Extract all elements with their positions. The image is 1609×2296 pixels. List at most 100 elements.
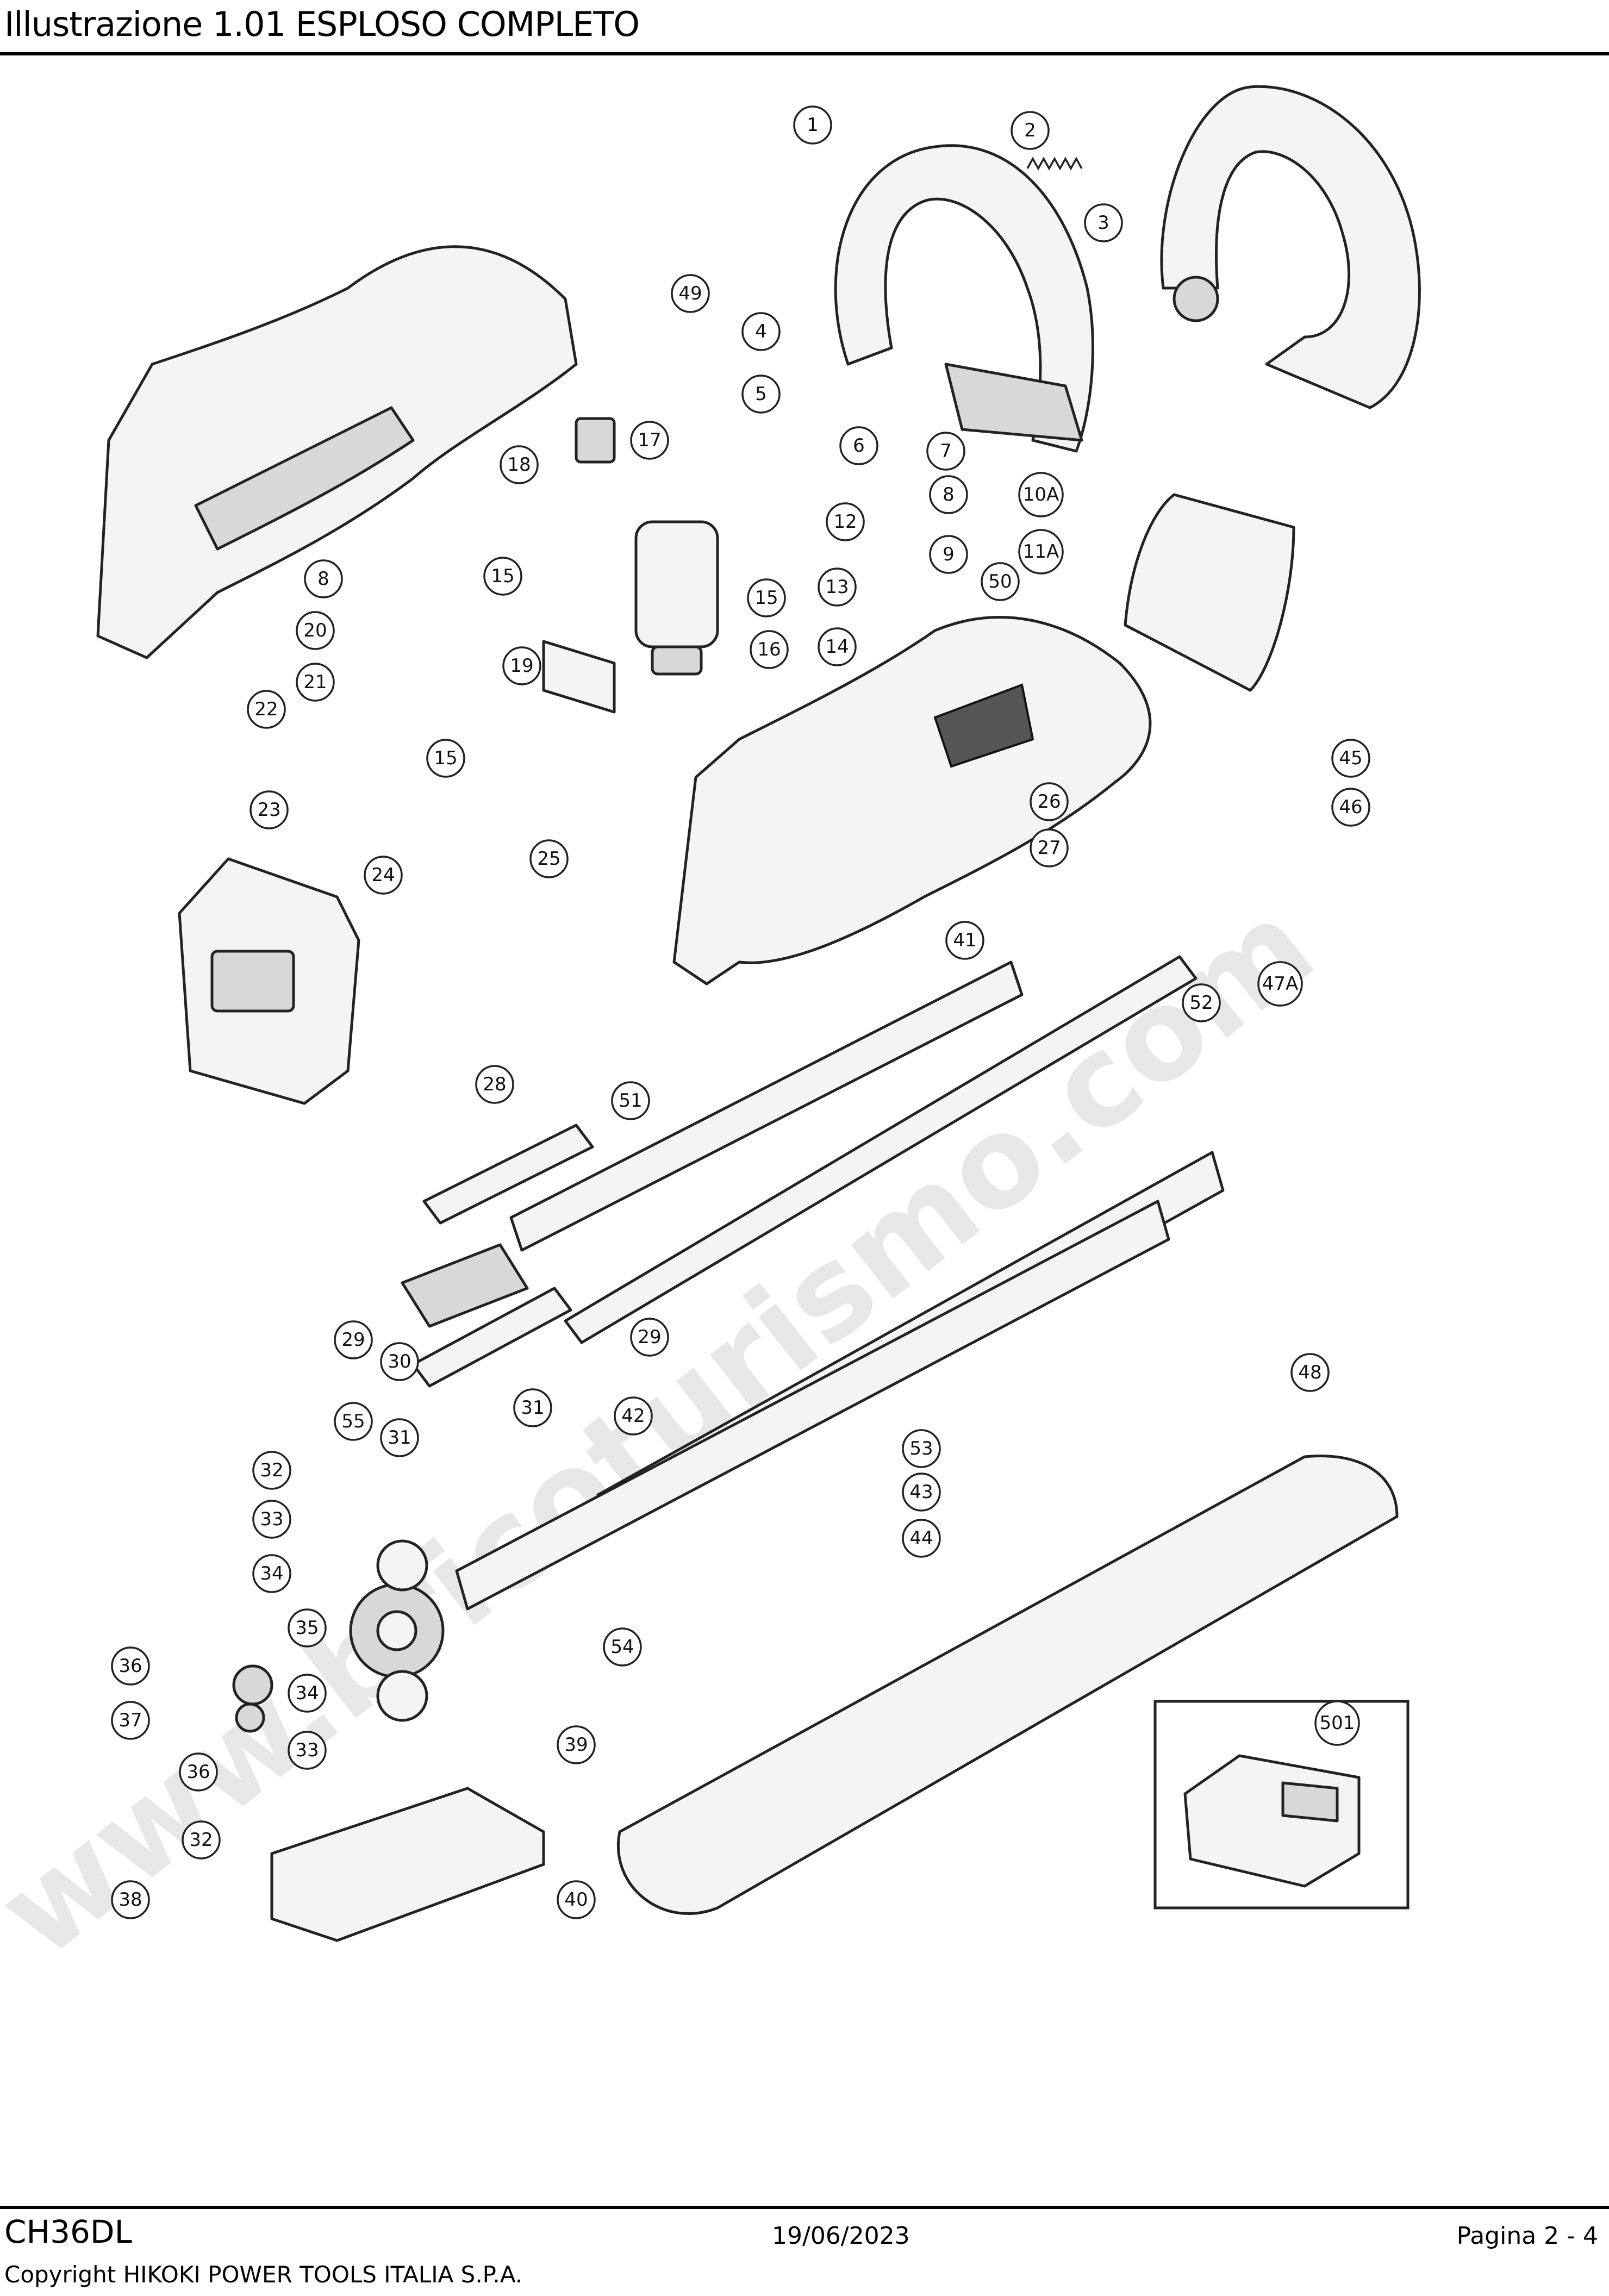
callout-52: 52 <box>1182 983 1221 1022</box>
battery-part <box>178 857 360 1105</box>
callout-label: 3 <box>1097 212 1109 234</box>
callout-51: 51 <box>611 1081 650 1120</box>
callout-20: 20 <box>296 611 335 650</box>
callout-4: 4 <box>741 312 781 351</box>
callout-12: 12 <box>826 502 865 541</box>
callout-label: 501 <box>1320 1712 1355 1734</box>
callout-45: 45 <box>1331 739 1370 778</box>
callout-label: 29 <box>638 1326 661 1348</box>
callout-label: 34 <box>260 1563 283 1584</box>
callout-25: 25 <box>529 839 569 878</box>
bottom-blade-part <box>455 1200 1170 1611</box>
callout-label: 8 <box>317 568 329 590</box>
callout-label: 9 <box>943 544 955 565</box>
callout-23: 23 <box>250 790 289 829</box>
callout-label: 1 <box>807 114 819 136</box>
left-housing-part <box>96 245 578 659</box>
callout-8: 8 <box>304 559 343 598</box>
callout-29: 29 <box>630 1318 669 1357</box>
callout-label: 11A <box>1023 541 1059 563</box>
callout-label: 21 <box>303 671 327 693</box>
footer-rule <box>0 2206 1609 2209</box>
callout-label: 32 <box>260 1459 283 1481</box>
callout-label: 38 <box>119 1889 142 1911</box>
callout-15: 15 <box>426 739 465 778</box>
callout-label: 15 <box>491 565 514 587</box>
callout-label: 4 <box>755 321 767 342</box>
callout-label: 2 <box>1024 120 1036 141</box>
callout-label: 54 <box>610 1636 634 1658</box>
callout-24: 24 <box>364 856 403 895</box>
callout-label: 19 <box>510 655 533 677</box>
callout-501: 501 <box>1314 1700 1360 1746</box>
pcb-part <box>542 640 616 714</box>
callout-6: 6 <box>839 426 878 465</box>
exploded-parts-diagram: www.bricoturismo.com <box>0 60 1609 2201</box>
footer-page-number: Pagina 2 - 4 <box>1456 2222 1598 2250</box>
callout-55: 55 <box>334 1402 373 1441</box>
callout-9: 9 <box>929 535 968 574</box>
callout-5: 5 <box>741 375 781 414</box>
clamp-plates-part <box>401 1124 594 1388</box>
callout-34: 34 <box>288 1674 327 1713</box>
callout-label: 33 <box>295 1739 319 1761</box>
callout-label: 16 <box>757 639 781 660</box>
callout-label: 49 <box>678 283 702 304</box>
callout-label: 25 <box>537 848 560 870</box>
upper-blade-bar-part <box>564 955 1198 1344</box>
callout-40: 40 <box>557 1880 596 1919</box>
callout-label: 28 <box>483 1074 506 1095</box>
callout-10A: 10A <box>1018 472 1064 517</box>
callout-label: 31 <box>388 1427 411 1449</box>
callout-label: 7 <box>940 440 952 462</box>
callout-label: 24 <box>371 864 395 886</box>
callout-label: 10A <box>1023 484 1059 506</box>
callout-label: 36 <box>119 1655 142 1677</box>
callout-26: 26 <box>1030 782 1069 821</box>
motor-part <box>634 520 719 676</box>
callout-22: 22 <box>247 690 286 729</box>
gear-case-part <box>270 1787 545 1942</box>
callout-39: 39 <box>557 1725 596 1764</box>
callout-label: 30 <box>388 1351 411 1372</box>
callout-47A: 47A <box>1257 961 1303 1007</box>
callout-11A: 11A <box>1018 529 1064 575</box>
callout-label: 22 <box>254 698 278 720</box>
callout-46: 46 <box>1331 788 1370 827</box>
callout-7: 7 <box>926 432 965 471</box>
callout-31: 31 <box>380 1418 419 1457</box>
callout-label: 15 <box>754 587 778 609</box>
callout-label: 46 <box>1339 796 1362 818</box>
callout-32: 32 <box>252 1451 291 1490</box>
callout-label: 36 <box>186 1761 210 1783</box>
callout-label: 6 <box>853 435 865 457</box>
callout-label: 29 <box>341 1329 365 1351</box>
callout-16: 16 <box>750 630 789 669</box>
callout-27: 27 <box>1030 828 1069 868</box>
callout-label: 31 <box>521 1397 544 1419</box>
callout-33: 33 <box>252 1500 291 1539</box>
callout-38: 38 <box>111 1880 150 1919</box>
callout-label: 34 <box>295 1682 319 1704</box>
callout-label: 39 <box>564 1734 588 1756</box>
spring-part <box>1026 157 1083 171</box>
callout-14: 14 <box>818 627 857 666</box>
callout-32: 32 <box>182 1820 221 1860</box>
upper-blade-part <box>509 960 1024 1252</box>
callout-label: 15 <box>434 747 457 769</box>
callout-29: 29 <box>334 1320 373 1359</box>
footer-model: CH36DL <box>4 2213 132 2250</box>
blade-cover-part <box>617 1455 1399 1915</box>
callout-41: 41 <box>945 921 984 960</box>
callout-label: 33 <box>260 1508 283 1530</box>
callout-label: 48 <box>1298 1362 1321 1383</box>
callout-49: 49 <box>671 274 710 313</box>
callout-35: 35 <box>288 1608 327 1648</box>
callout-48: 48 <box>1290 1353 1330 1392</box>
callout-33: 33 <box>288 1731 327 1770</box>
guard-part <box>1124 493 1295 692</box>
callout-label: 55 <box>341 1411 365 1432</box>
callout-label: 37 <box>119 1709 142 1731</box>
rear-handle-part <box>834 144 1094 453</box>
callout-label: 17 <box>638 429 661 451</box>
